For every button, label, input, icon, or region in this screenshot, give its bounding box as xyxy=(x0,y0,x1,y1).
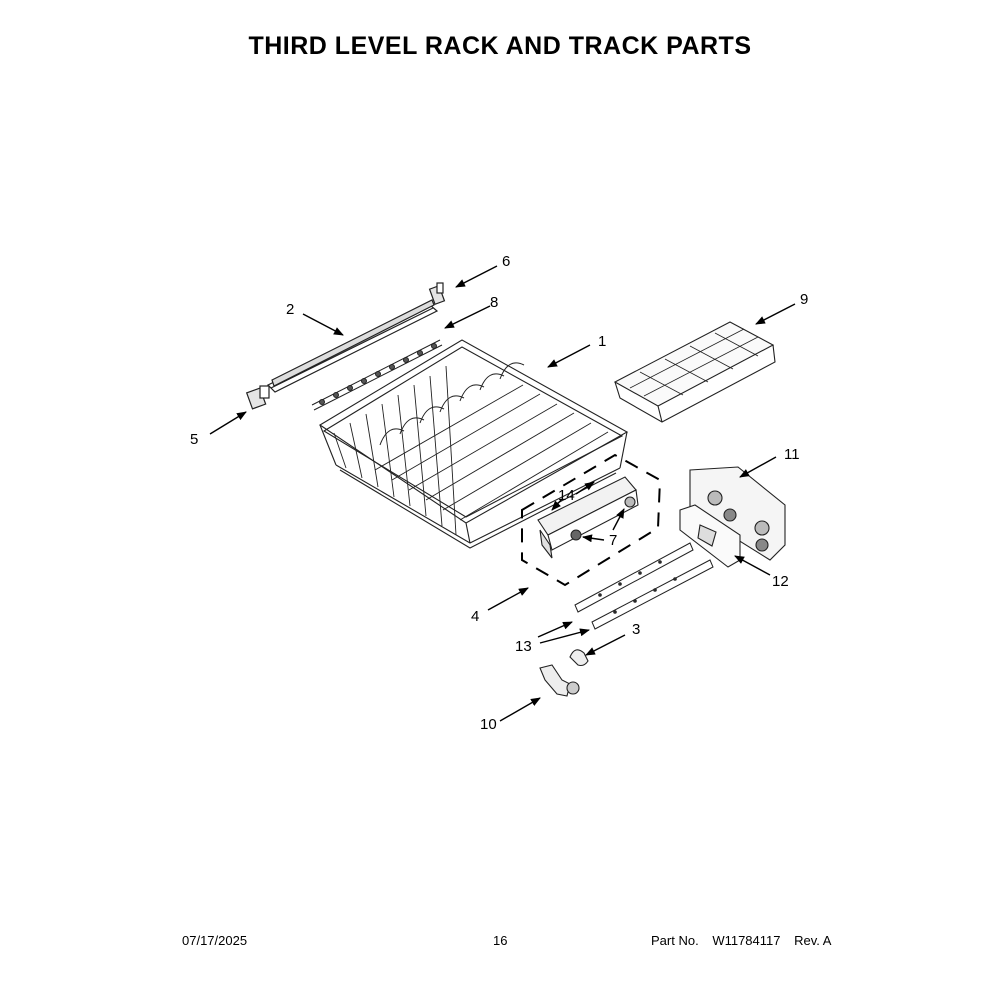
leader-3 xyxy=(585,634,626,656)
leader-11 xyxy=(739,456,777,478)
callout-labels: 1 2 3 4 5 6 7 8 9 10 11 12 13 14 xyxy=(190,253,808,733)
leader-7b xyxy=(612,508,625,531)
leader-7 xyxy=(582,534,605,543)
leader-14 xyxy=(575,481,595,495)
leader-1 xyxy=(547,344,591,368)
part-11-gear-housing xyxy=(689,466,786,561)
leader-2 xyxy=(302,313,344,336)
part-13-shafts xyxy=(574,542,714,630)
leader-8 xyxy=(444,305,491,329)
part-1-third-level-rack xyxy=(318,339,629,549)
callout-8: 8 xyxy=(490,294,498,311)
part-5-rail-end-cap xyxy=(245,385,270,410)
leader-13b xyxy=(539,628,590,644)
callout-13: 13 xyxy=(515,638,532,655)
part-2-track-rail xyxy=(266,299,439,393)
callout-4: 4 xyxy=(471,608,479,625)
leader-13a xyxy=(537,621,573,638)
callout-2: 2 xyxy=(286,301,294,318)
callout-1: 1 xyxy=(598,333,606,350)
part-3-clip xyxy=(569,649,589,667)
callout-14: 14 xyxy=(558,487,575,504)
callout-5: 5 xyxy=(190,431,198,448)
leader-5 xyxy=(209,411,247,435)
leader-14b xyxy=(551,498,563,511)
part-6-rail-end-stop xyxy=(428,282,446,305)
callout-10: 10 xyxy=(480,716,497,733)
footer-date: 07/17/2025 xyxy=(182,933,248,948)
part-7-roller xyxy=(570,529,582,541)
leader-9 xyxy=(755,303,796,325)
part-8-clip-strip xyxy=(311,339,443,411)
footer-page-number: 16 xyxy=(493,933,508,948)
page-title: THIRD LEVEL RACK AND TRACK PARTS xyxy=(248,32,752,60)
part-9-cutlery-tray xyxy=(613,321,776,423)
callout-7: 7 xyxy=(609,532,617,549)
footer-revision: Rev. A xyxy=(794,933,832,948)
callout-6: 6 xyxy=(502,253,510,270)
callout-12: 12 xyxy=(772,573,789,590)
leader-6 xyxy=(455,265,498,288)
callout-11: 11 xyxy=(784,446,800,463)
leader-4 xyxy=(487,587,529,611)
footer-part-info: Part No. W11784117 Rev. A xyxy=(651,933,841,948)
footer-part-label: Part No. xyxy=(651,933,699,948)
callout-3: 3 xyxy=(632,621,640,638)
part-4-assembly-outline xyxy=(521,453,662,587)
part-14-bracket xyxy=(537,476,639,559)
leader-12 xyxy=(734,555,771,576)
part-10-bearing xyxy=(539,664,580,697)
callout-9: 9 xyxy=(800,291,808,308)
leader-10 xyxy=(499,697,541,722)
footer-part-number: W11784117 xyxy=(712,933,781,948)
leader-arrows xyxy=(209,265,796,722)
